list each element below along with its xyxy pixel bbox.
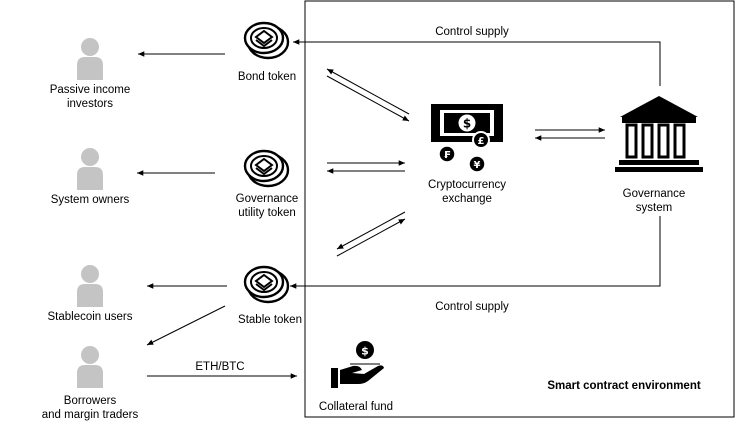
svg-text:¥: ¥ xyxy=(474,160,481,171)
control-supply-top-line xyxy=(293,39,661,86)
control-supply-top-label: Control supply xyxy=(435,26,509,38)
stable-exchange-arrow-a xyxy=(336,211,406,250)
svg-text:$: $ xyxy=(463,117,471,131)
smart-contract-environment-label: Smart contract environment xyxy=(547,380,701,392)
stable-exchange-arrow-b xyxy=(336,218,406,257)
bond-exchange-arrow-a xyxy=(326,68,410,115)
stablecoin-users-label: Stablecoin users xyxy=(47,311,132,323)
hand-coin-icon: $ xyxy=(331,341,384,388)
bank-building-icon xyxy=(615,96,703,172)
smart-contract-boundary xyxy=(304,0,735,418)
svg-text:$: $ xyxy=(361,345,369,358)
svg-text:₣: ₣ xyxy=(444,150,451,161)
bond-token-label: Bond token xyxy=(238,71,296,83)
currency-exchange-icon: $ £ ₣ ¥ xyxy=(431,104,503,173)
borrower-icon xyxy=(77,346,103,388)
stablecoin-user-icon xyxy=(77,265,103,307)
passive-income-investor-icon xyxy=(77,38,103,80)
svg-text:£: £ xyxy=(478,136,485,147)
stable-token-coin-icon xyxy=(243,265,290,304)
stable-to-borrowers-arrow xyxy=(146,305,226,346)
governance-token-coin-icon xyxy=(243,149,290,188)
bond-exchange-arrow-b xyxy=(326,75,410,122)
collateral-fund-label: Collateral fund xyxy=(319,401,393,413)
system-owners-label: System owners xyxy=(51,194,130,206)
stable-token-label: Stable token xyxy=(238,314,302,326)
bond-token-coin-icon xyxy=(243,21,290,60)
control-supply-bottom-line xyxy=(290,216,661,289)
system-owner-icon xyxy=(77,148,103,190)
eth-btc-label: ETH/BTC xyxy=(195,361,244,373)
control-supply-bottom-label: Control supply xyxy=(435,301,509,313)
